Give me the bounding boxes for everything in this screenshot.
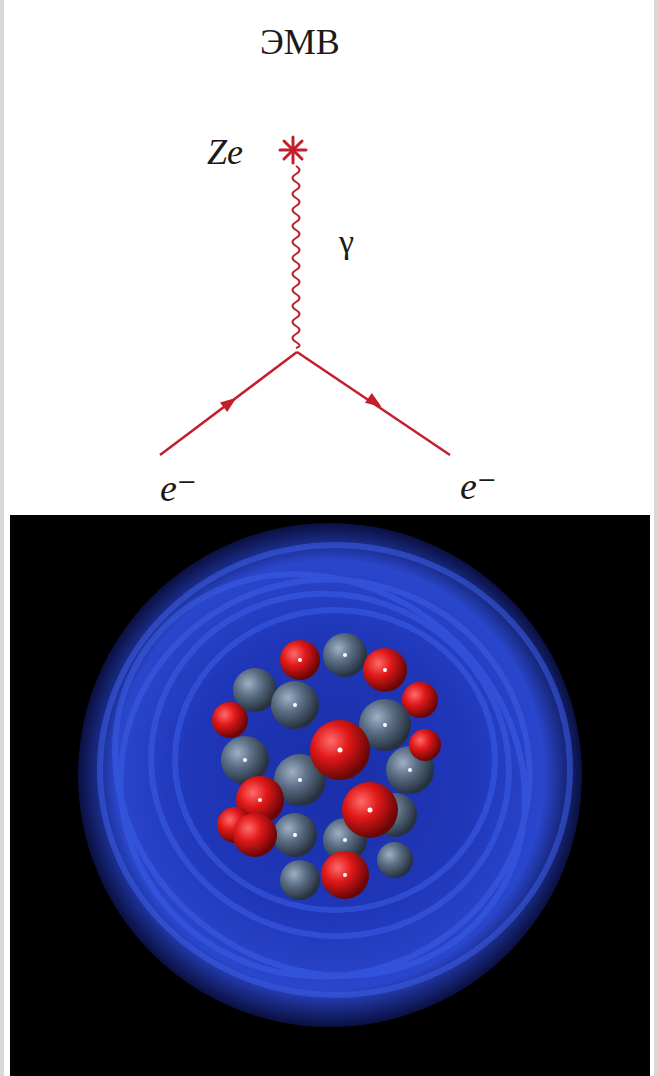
arrowhead	[220, 398, 236, 412]
electron-cloud	[78, 523, 582, 1027]
charge-label: Ze	[207, 134, 243, 170]
nucleus-highlights	[243, 653, 412, 877]
photon-line	[293, 166, 300, 348]
cloud-rings	[33, 491, 607, 1058]
left-border	[0, 0, 4, 1076]
electron-label: e⁻	[460, 467, 497, 505]
diagram-title: ЭМВ	[260, 24, 340, 60]
electron-line-out	[297, 352, 450, 455]
nucleus	[212, 633, 441, 900]
right-border	[654, 0, 658, 1076]
image-panel	[10, 515, 650, 1076]
electron-label: e⁻	[160, 469, 197, 507]
arrowhead	[365, 393, 382, 407]
top-panel	[0, 0, 658, 515]
photon-label: γ	[339, 225, 354, 259]
electron-line-in	[160, 352, 297, 455]
charge-star	[280, 137, 306, 163]
